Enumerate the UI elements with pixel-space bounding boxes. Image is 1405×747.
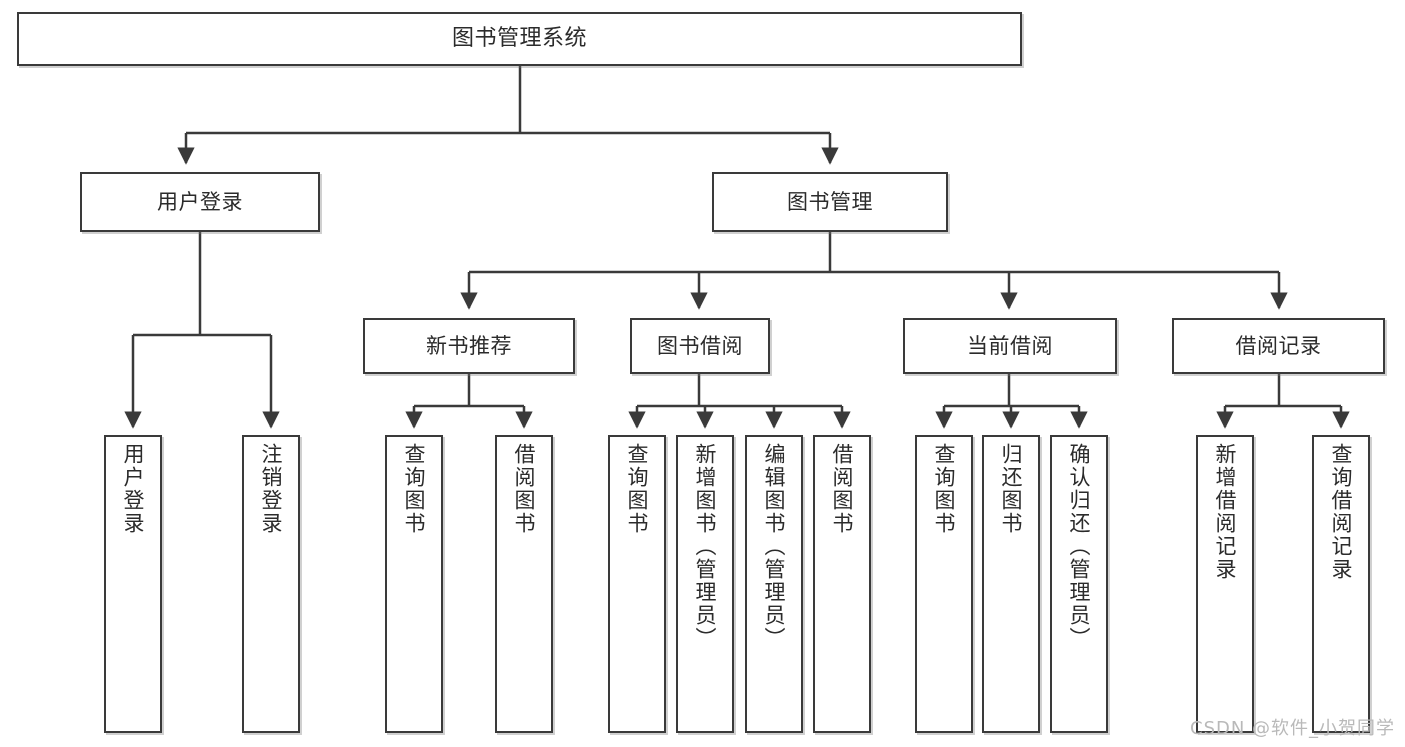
node-label: 查询图书	[932, 443, 957, 535]
node-label: 当前借阅	[967, 333, 1053, 358]
node-label: 新增图书（管理员）	[693, 443, 718, 650]
leaf-edit-book-admin[interactable]: 编辑图书（管理员）	[745, 435, 803, 733]
leaf-confirm-return-admin[interactable]: 确认归还（管理员）	[1050, 435, 1108, 733]
watermark-text: CSDN @软件_小贺同学	[1190, 718, 1396, 739]
node-label: 图书管理	[787, 189, 873, 214]
node-root-system[interactable]: 图书管理系统	[17, 12, 1022, 66]
leaf-borrow-book-recommend[interactable]: 借阅图书	[495, 435, 553, 733]
leaf-add-book-admin[interactable]: 新增图书（管理员）	[676, 435, 734, 733]
node-label: 查询图书	[625, 443, 650, 535]
node-label: 图书借阅	[657, 333, 743, 358]
node-label: 查询借阅记录	[1329, 443, 1354, 581]
leaf-borrow-book[interactable]: 借阅图书	[813, 435, 871, 733]
leaf-query-book-current[interactable]: 查询图书	[915, 435, 973, 733]
node-book-management[interactable]: 图书管理	[712, 172, 948, 232]
node-borrow-records[interactable]: 借阅记录	[1172, 318, 1385, 374]
node-label: 归还图书	[999, 443, 1024, 535]
leaf-query-book-borrow[interactable]: 查询图书	[608, 435, 666, 733]
node-label: 图书管理系统	[451, 26, 587, 52]
node-user-login[interactable]: 用户登录	[80, 172, 320, 232]
node-label: 用户登录	[121, 443, 146, 535]
node-label: 借阅记录	[1235, 333, 1322, 358]
node-label: 借阅图书	[830, 443, 855, 535]
node-label: 注销登录	[259, 443, 284, 535]
leaf-user-login[interactable]: 用户登录	[104, 435, 162, 733]
node-label: 用户登录	[157, 189, 243, 214]
leaf-query-book-recommend[interactable]: 查询图书	[385, 435, 443, 733]
node-new-book-recommend[interactable]: 新书推荐	[363, 318, 575, 374]
leaf-logout[interactable]: 注销登录	[242, 435, 300, 733]
leaf-return-book[interactable]: 归还图书	[982, 435, 1040, 733]
node-label: 借阅图书	[512, 443, 537, 535]
node-label: 新增借阅记录	[1213, 443, 1238, 581]
node-current-borrow[interactable]: 当前借阅	[903, 318, 1117, 374]
node-book-borrow[interactable]: 图书借阅	[630, 318, 770, 374]
node-label: 新书推荐	[426, 333, 512, 358]
node-label: 编辑图书（管理员）	[762, 443, 787, 650]
leaf-add-borrow-record[interactable]: 新增借阅记录	[1196, 435, 1254, 733]
leaf-query-borrow-record[interactable]: 查询借阅记录	[1312, 435, 1370, 733]
node-label: 确认归还（管理员）	[1067, 443, 1092, 650]
node-label: 查询图书	[402, 443, 427, 535]
